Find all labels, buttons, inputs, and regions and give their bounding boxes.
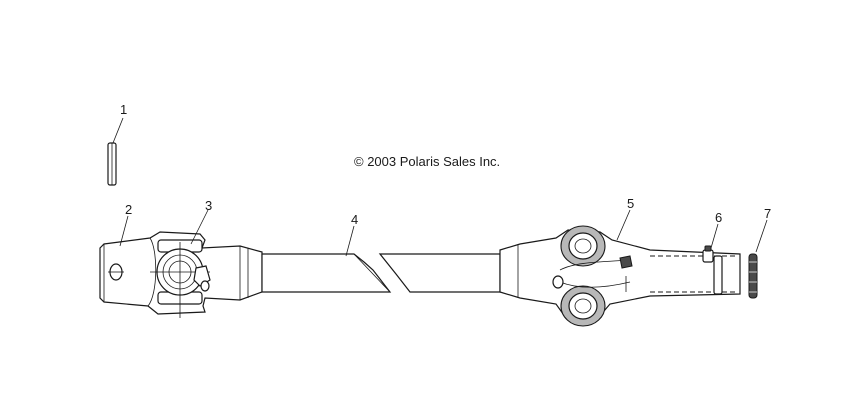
leader-lines xyxy=(112,117,768,257)
part-3-u-joint-cross xyxy=(150,239,211,318)
callout-1: 1 xyxy=(120,102,127,117)
callout-6: 6 xyxy=(715,210,722,225)
callout-3: 3 xyxy=(205,198,212,213)
copyright-text: © 2003 Polaris Sales Inc. xyxy=(354,154,500,169)
callout-5: 5 xyxy=(627,196,634,211)
part-5-right-yoke xyxy=(499,225,741,327)
part-6-grease-fitting xyxy=(702,245,714,263)
callout-2: 2 xyxy=(125,202,132,217)
callout-4: 4 xyxy=(351,212,358,227)
part-1-pin xyxy=(107,142,117,186)
part-7-roll-pin xyxy=(748,253,758,299)
callout-7: 7 xyxy=(764,206,771,221)
part-4-shaft-tube xyxy=(261,253,501,293)
